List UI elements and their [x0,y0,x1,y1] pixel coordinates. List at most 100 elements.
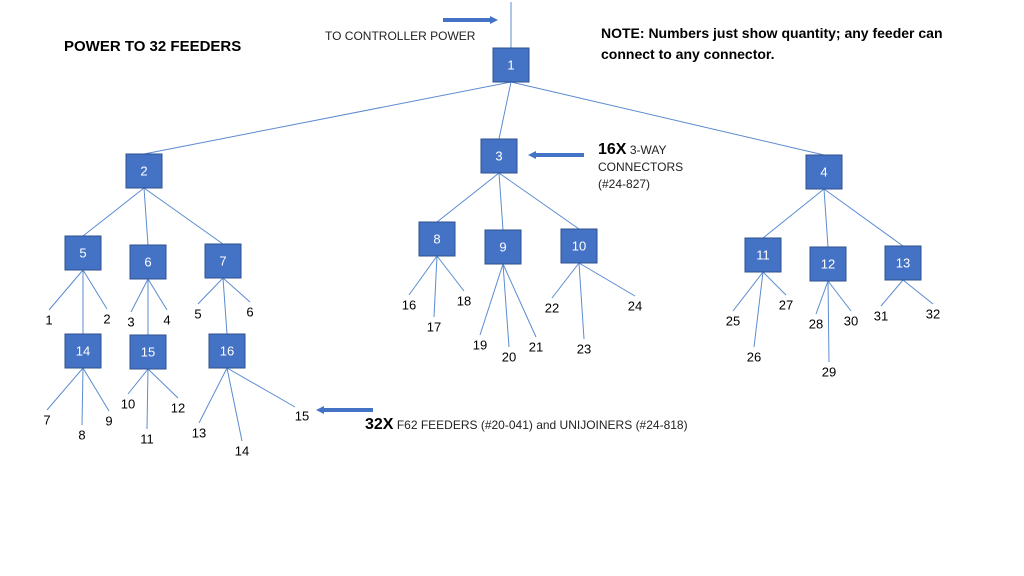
connector-box-label: 11 [756,247,770,262]
feeder-label-16: 16 [402,297,416,312]
edge-13-l31 [880,279,904,307]
connector-box-rect [204,243,242,279]
connectors-callout: 16X 3-WAY CONNECTORS (#24-827) [598,141,708,193]
edge-15-l12 [147,368,179,399]
edge-4-12 [823,188,829,248]
feeders-callout: 32X F62 FEEDERS (#20-041) and UNIJOINERS… [365,416,688,434]
edge-16-l14 [226,367,243,442]
connector-box-10: 10 [560,228,598,264]
connector-box-5: 5 [64,235,102,271]
feeder-label-3: 3 [127,314,134,329]
connector-box-label: 12 [821,256,835,271]
edge-1-2 [143,81,512,155]
connector-box-label: 5 [79,245,86,260]
diagram-title: POWER TO 32 FEEDERS [64,38,242,55]
connector-box-rect [208,333,246,369]
connector-box-rect [492,47,530,83]
connector-box-rect [129,244,167,280]
feeder-label-4: 4 [163,312,170,327]
edge-7-l6 [222,277,251,303]
edge-14-l8 [81,367,84,426]
connector-box-7: 7 [204,243,242,279]
connector-box-label: 13 [896,255,910,270]
feeder-label-2: 2 [103,311,110,326]
edge-9-l20 [502,263,510,348]
feeders-description: F62 FEEDERS (#20-041) and UNIJOINERS (#2… [396,418,688,432]
feeder-label-28: 28 [809,316,823,331]
edge-8-l18 [436,255,465,292]
connector-box-label: 2 [140,163,147,178]
connector-box-rect [744,237,782,273]
edge-6-l3 [130,278,149,313]
edge-11-l26 [753,271,764,348]
edge-4-11 [762,188,825,239]
feeder-label-30: 30 [844,313,858,328]
feeder-label-32: 32 [926,306,940,321]
edge-12-l28 [815,280,829,315]
connector-box-rect [480,138,518,174]
feeder-label-24: 24 [628,298,642,313]
connector-box-12: 12 [809,246,847,282]
feeder-label-1: 1 [45,312,52,327]
feeder-label-22: 22 [545,300,559,315]
edge-8-l17 [433,255,438,318]
feeder-label-7: 7 [43,412,50,427]
connector-box-11: 11 [744,237,782,273]
feeder-label-29: 29 [822,364,836,379]
connector-box-rect [560,228,598,264]
feeder-label-25: 25 [726,313,740,328]
connector-box-4: 4 [805,154,843,190]
edge-1-3 [498,81,512,140]
connector-box-label: 16 [220,343,234,358]
connector-box-rect [805,154,843,190]
feeder-label-6: 6 [246,304,253,319]
edge-7-16 [222,277,228,335]
edge-11-l25 [732,271,764,312]
feeder-label-23: 23 [577,341,591,356]
edge-1-4 [510,81,825,156]
edge-13-l32 [902,279,934,305]
connector-box-rect [64,235,102,271]
edge-2-5 [82,187,145,237]
connector-box-label: 10 [572,238,586,253]
connector-box-label: 7 [219,253,226,268]
connector-box-label: 8 [433,231,440,246]
feeder-label-11: 11 [140,431,154,446]
feeder-label-20: 20 [502,349,516,364]
connector-box-rect [484,229,522,265]
edge-16-l15 [226,367,296,408]
connectors-quantity: 16X [598,141,627,158]
connector-box-rect [418,221,456,257]
edge-14-l7 [46,367,84,411]
edge-5-l1 [48,269,84,311]
edge-14-l9 [82,367,110,412]
edge-2-7 [143,187,224,245]
edge-12-l29 [827,280,830,363]
feeder-label-17: 17 [427,319,441,334]
feeders-quantity: 32X [365,416,394,433]
edge-2-6 [143,187,149,246]
feeder-label-15: 15 [295,408,309,423]
connector-box-8: 8 [418,221,456,257]
edge-16-l13 [198,367,228,424]
edge-10-l22 [551,262,580,299]
connector-box-label: 4 [820,164,827,179]
edge-3-8 [436,172,500,223]
feeder-label-18: 18 [457,293,471,308]
edge-4-13 [823,188,904,247]
connector-box-label: 15 [141,344,155,359]
edge-6-l4 [147,278,168,311]
connector-box-rect [884,245,922,281]
connector-box-rect [809,246,847,282]
connector-box-2: 2 [125,153,163,189]
connector-box-13: 13 [884,245,922,281]
edge-3-10 [498,172,580,230]
feeder-label-8: 8 [78,427,85,442]
feeder-label-19: 19 [473,337,487,352]
connector-box-label: 3 [495,148,502,163]
note-text: NOTE: Numbers just show quantity; any fe… [601,25,943,62]
edge-15-l10 [127,368,149,395]
connector-box-rect [125,153,163,189]
connector-box-16: 16 [208,333,246,369]
